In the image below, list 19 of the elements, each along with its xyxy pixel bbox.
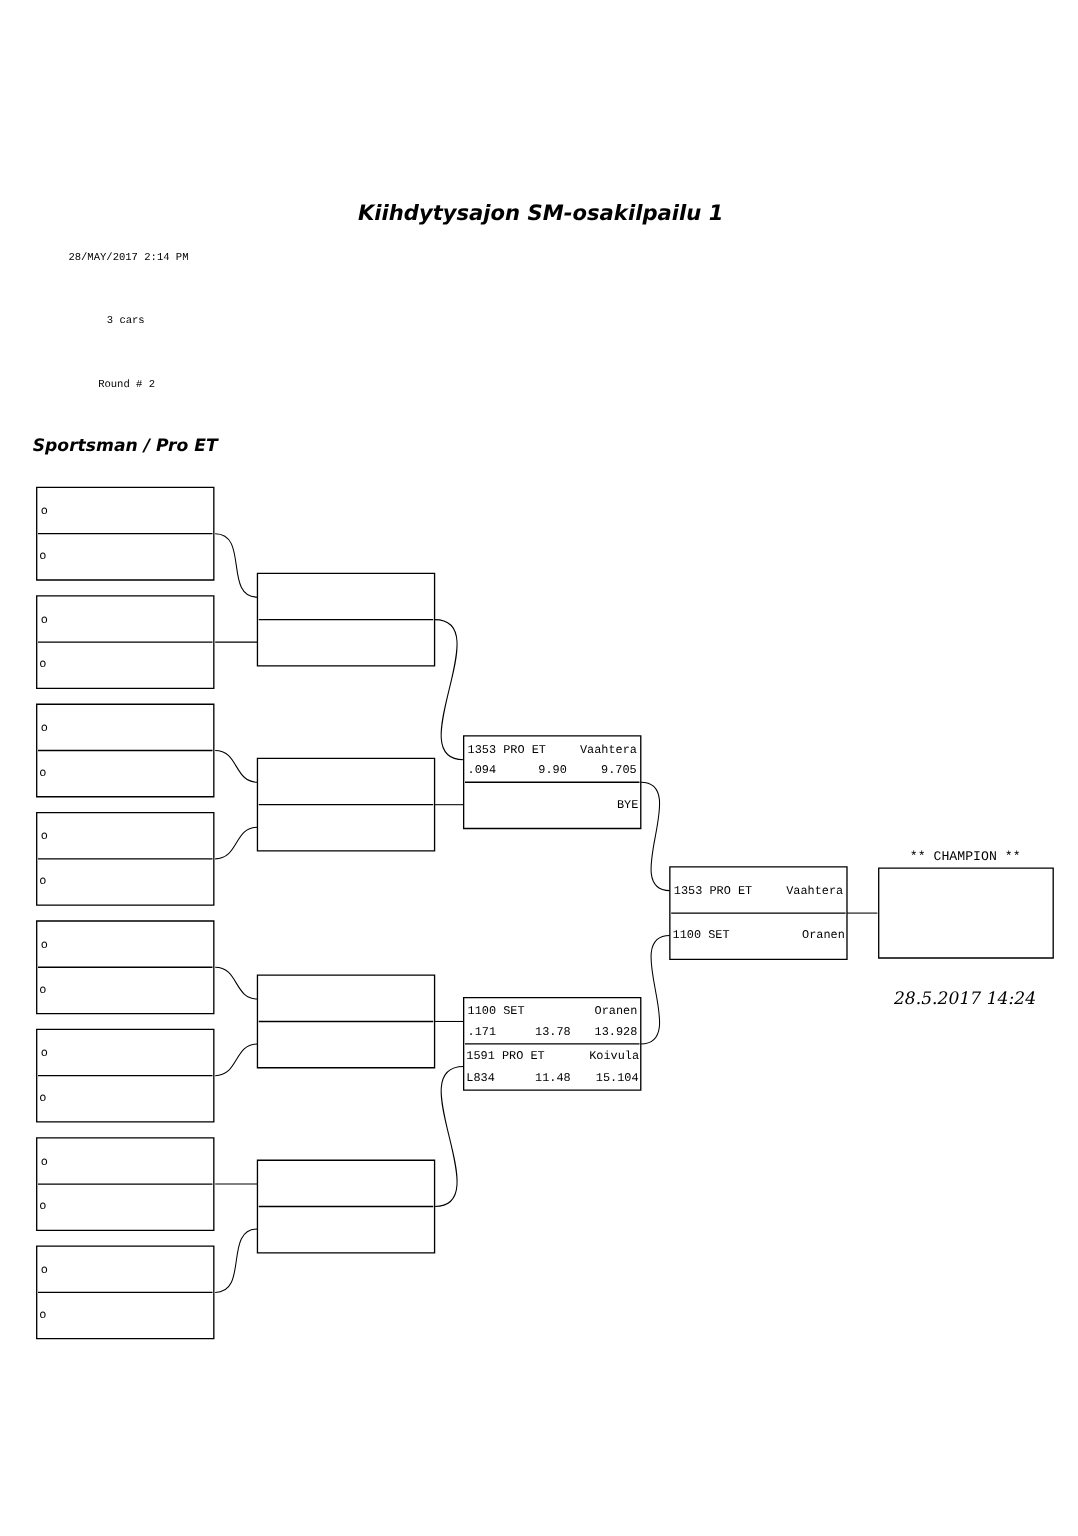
- connector: [214, 1182, 258, 1184]
- connector: [434, 618, 465, 760]
- connector: [214, 1227, 258, 1292]
- connector: [434, 1064, 465, 1207]
- connector: [214, 532, 258, 597]
- connector: [434, 1019, 465, 1021]
- label: 28.5.2017 14:24: [893, 988, 1037, 1009]
- connector: [214, 748, 258, 782]
- node-box: [878, 866, 1054, 958]
- label: Sportsman / Pro ET: [32, 435, 218, 456]
- connector: [214, 825, 258, 859]
- connector: [214, 640, 258, 642]
- connector: [434, 803, 465, 805]
- connector: [640, 780, 671, 891]
- connector: [640, 934, 671, 1044]
- connector: [846, 911, 878, 913]
- connector: [214, 965, 258, 999]
- diagram-title: Kiihdytysajon SM-osakilpailu 1: [357, 201, 724, 226]
- connector: [214, 1042, 258, 1076]
